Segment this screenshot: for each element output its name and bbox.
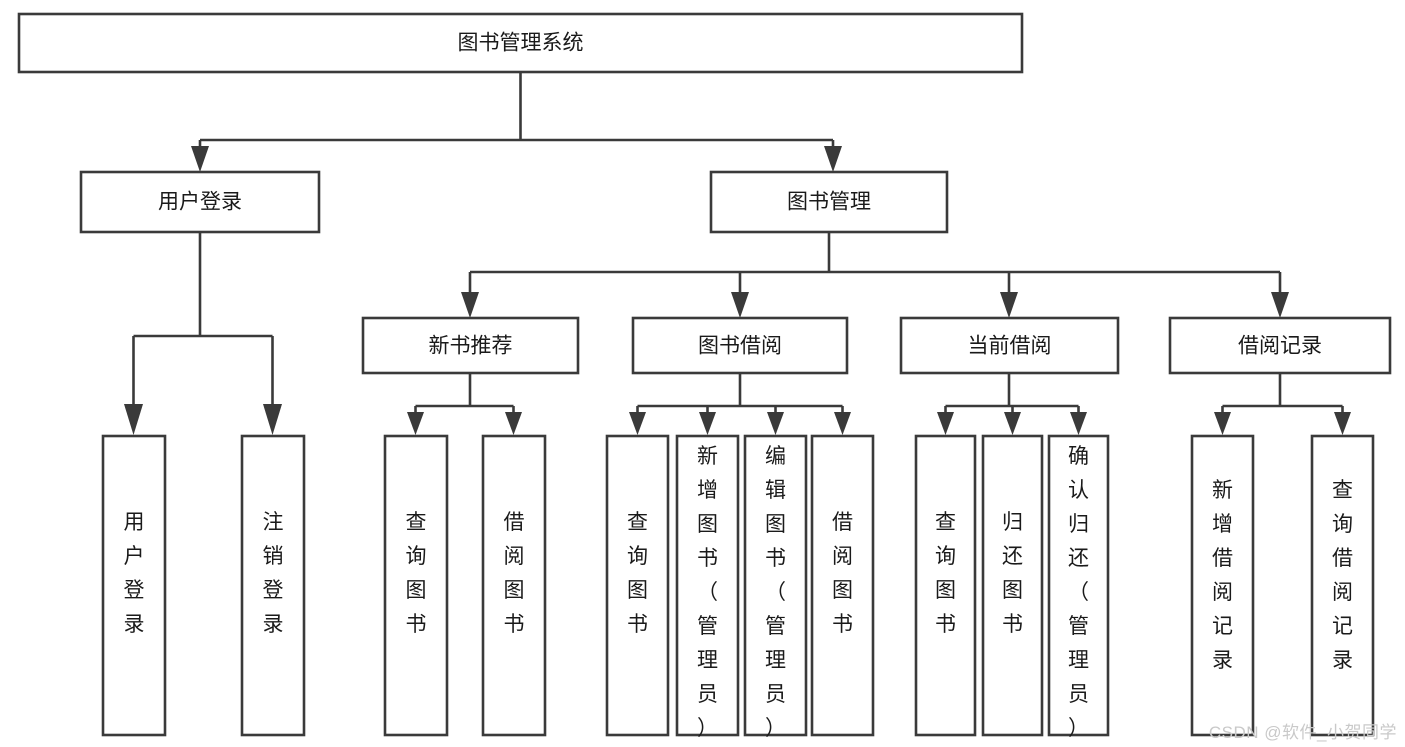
- node-leaf-query-book-2[interactable]: 查询图书: [605, 434, 670, 737]
- node-leaf-user-login-label: 用户登录: [124, 511, 145, 636]
- node-leaf-edit-book-label: 编辑图书（管理员）: [765, 445, 786, 740]
- node-user-login-box[interactable]: [79, 170, 321, 234]
- node-leaf-query-record-label: 查询借阅记录: [1332, 479, 1353, 672]
- node-leaf-add-book[interactable]: 新增图书（管理员）: [675, 434, 740, 740]
- node-root[interactable]: 图书管理系统: [17, 12, 1024, 74]
- arrow-bm-to-bookborrow: [731, 292, 749, 318]
- node-leaf-borrow-book-2[interactable]: 借阅图书: [810, 434, 875, 737]
- node-leaf-confirm-return[interactable]: 确认归还（管理员）: [1047, 434, 1110, 740]
- arrow-newbook-leaf-1: [407, 412, 424, 435]
- arrow-br-leaf-1: [1214, 412, 1231, 435]
- arrow-userlogin-leaf-2: [263, 404, 282, 435]
- node-leaf-query-book-3-label: 查询图书: [935, 511, 956, 636]
- arrow-cb-leaf-2: [1004, 412, 1021, 435]
- node-leaf-borrow-book-2-box[interactable]: [810, 434, 875, 737]
- node-leaf-query-book-3-box[interactable]: [914, 434, 977, 737]
- node-leaf-query-record-box[interactable]: [1310, 434, 1375, 737]
- arrow-newbook-leaf-2: [505, 412, 522, 435]
- arrow-cb-leaf-1: [937, 412, 954, 435]
- node-leaf-logout[interactable]: 注销登录: [240, 434, 306, 737]
- node-leaf-user-login-box[interactable]: [101, 434, 167, 737]
- arrow-root-to-bookmanage: [824, 146, 842, 172]
- node-leaf-return-book-label: 归还图书: [1002, 511, 1023, 636]
- arrow-cb-leaf-3: [1070, 412, 1087, 435]
- arrow-bm-to-currentborrow: [1000, 292, 1018, 318]
- node-user-login[interactable]: 用户登录: [79, 170, 321, 234]
- csdn-watermark: CSDN @软件_小贺同学: [1208, 723, 1397, 742]
- node-leaf-confirm-return-box[interactable]: [1047, 434, 1110, 737]
- node-current-borrow-box[interactable]: [899, 316, 1120, 375]
- node-book-borrow-label: 图书借阅: [698, 335, 782, 358]
- node-leaf-borrow-book-1-label: 借阅图书: [504, 511, 525, 636]
- node-borrow-record-label: 借阅记录: [1238, 335, 1322, 358]
- arrow-bb-leaf-4: [834, 412, 851, 435]
- node-leaf-borrow-book-1[interactable]: 借阅图书: [481, 434, 547, 737]
- node-leaf-edit-book[interactable]: 编辑图书（管理员）: [743, 434, 808, 740]
- node-leaf-query-book-1-box[interactable]: [383, 434, 449, 737]
- arrow-bm-to-borrowrecord: [1271, 292, 1289, 318]
- node-book-borrow-box[interactable]: [631, 316, 849, 375]
- node-leaf-add-book-box[interactable]: [675, 434, 740, 737]
- node-leaf-user-login[interactable]: 用户登录: [101, 434, 167, 737]
- node-book-manage-label: 图书管理: [787, 191, 871, 214]
- node-leaf-query-book-2-box[interactable]: [605, 434, 670, 737]
- node-leaf-query-book-3[interactable]: 查询图书: [914, 434, 977, 737]
- node-new-book-rec-box[interactable]: [361, 316, 580, 375]
- node-leaf-borrow-book-2-label: 借阅图书: [832, 511, 853, 636]
- arrow-bm-to-newbook: [461, 292, 479, 318]
- node-current-borrow[interactable]: 当前借阅: [899, 316, 1120, 375]
- node-borrow-record-box[interactable]: [1168, 316, 1392, 375]
- arrow-userlogin-leaf-1: [124, 404, 143, 435]
- node-leaf-query-book-1[interactable]: 查询图书: [383, 434, 449, 737]
- node-root-box[interactable]: [17, 12, 1024, 74]
- node-leaf-borrow-book-1-box[interactable]: [481, 434, 547, 737]
- node-leaf-return-book[interactable]: 归还图书: [981, 434, 1044, 737]
- node-leaf-return-book-box[interactable]: [981, 434, 1044, 737]
- node-leaf-query-book-2-label: 查询图书: [627, 511, 648, 636]
- arrow-bb-leaf-1: [629, 412, 646, 435]
- node-leaf-logout-label: 注销登录: [263, 511, 284, 636]
- node-book-manage[interactable]: 图书管理: [709, 170, 949, 234]
- node-leaf-add-record-box[interactable]: [1190, 434, 1255, 737]
- node-root-label: 图书管理系统: [458, 32, 584, 55]
- node-book-manage-box[interactable]: [709, 170, 949, 234]
- node-leaf-logout-box[interactable]: [240, 434, 306, 737]
- node-leaf-edit-book-box[interactable]: [743, 434, 808, 737]
- node-borrow-record[interactable]: 借阅记录: [1168, 316, 1392, 375]
- arrow-root-to-userlogin: [191, 146, 209, 172]
- arrow-br-leaf-2: [1334, 412, 1351, 435]
- node-leaf-add-book-label: 新增图书（管理员）: [697, 445, 718, 740]
- arrow-bb-leaf-2: [699, 412, 716, 435]
- node-user-login-label: 用户登录: [158, 191, 242, 214]
- node-leaf-add-record[interactable]: 新增借阅记录: [1190, 434, 1255, 737]
- connector-layer: [124, 72, 1351, 435]
- node-leaf-confirm-return-label: 确认归还（管理员）: [1068, 445, 1089, 740]
- node-leaf-query-record[interactable]: 查询借阅记录: [1310, 434, 1375, 737]
- node-leaf-query-book-1-label: 查询图书: [406, 511, 427, 636]
- node-new-book-rec[interactable]: 新书推荐: [361, 316, 580, 375]
- arrow-bb-leaf-3: [767, 412, 784, 435]
- node-current-borrow-label: 当前借阅: [968, 335, 1052, 358]
- node-leaf-add-record-label: 新增借阅记录: [1212, 479, 1233, 672]
- node-book-borrow[interactable]: 图书借阅: [631, 316, 849, 375]
- node-new-book-rec-label: 新书推荐: [429, 335, 513, 358]
